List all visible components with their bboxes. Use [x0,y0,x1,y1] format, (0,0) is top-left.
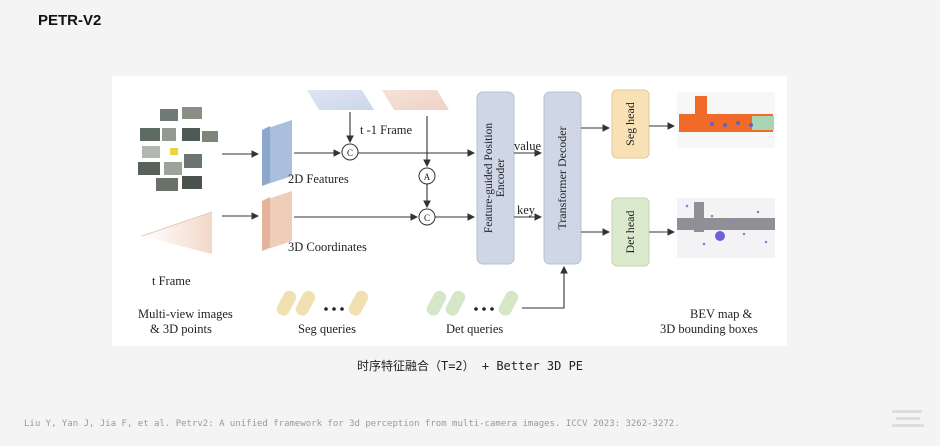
flow-arrows [222,112,676,309]
architecture-diagram: Feature-guided Position Encoder Transfor… [112,76,787,346]
bev-detection-map [677,198,775,258]
op-c-top: C [347,148,353,158]
watermark-logo [892,410,924,427]
coordinates-3d-label: 3D Coordinates [288,240,367,254]
citation: Liu Y, Yan J, Jia F, et al. Petrv2: A un… [24,419,680,429]
seg-queries-label: Seg queries [298,322,356,336]
seg-queries-shapes [276,290,369,316]
seg-head-label: Seg head [623,102,637,146]
transformer-decoder [543,91,582,265]
t-minus-1-frame-label: t -1 Frame [360,123,413,137]
det-queries-label: Det queries [446,322,504,336]
multiview-label-line1: Multi-view images [138,307,233,321]
decoder-label: Transformer Decoder [555,126,569,229]
t-frame-label: t Frame [152,274,191,288]
det-queries-shapes [426,290,519,316]
diagram-graphics: Feature-guided Position Encoder Transfor… [138,89,775,316]
op-c-bottom: C [424,213,430,223]
position-encoder [476,91,515,265]
concat-node-top [341,143,359,161]
encoder-label-line2: Encoder [495,159,507,197]
coordinates-3d-block [262,191,292,251]
t-minus-1-features [307,90,449,110]
value-label: value [514,139,542,153]
multiview-label-line2: & 3D points [150,322,212,336]
features-2d-label: 2D Features [288,172,349,186]
figure-caption: 时序特征融合（T=2） + Better 3D PE [356,359,584,373]
slide-title: PETR-V2 [38,12,102,29]
det-head-label: Det head [623,211,637,254]
key-label: key [517,203,536,217]
features-2d-block [262,120,292,186]
seg-head [611,89,650,159]
op-a: A [424,172,431,182]
bev-label-line2: 3D bounding boxes [660,322,758,336]
bev-label-line1: BEV map & [690,307,753,321]
encoder-label-line1: Feature-guided Position [483,123,495,233]
bev-seg-map [677,92,775,148]
multiview-images [138,107,218,191]
frustum-points [141,211,213,254]
